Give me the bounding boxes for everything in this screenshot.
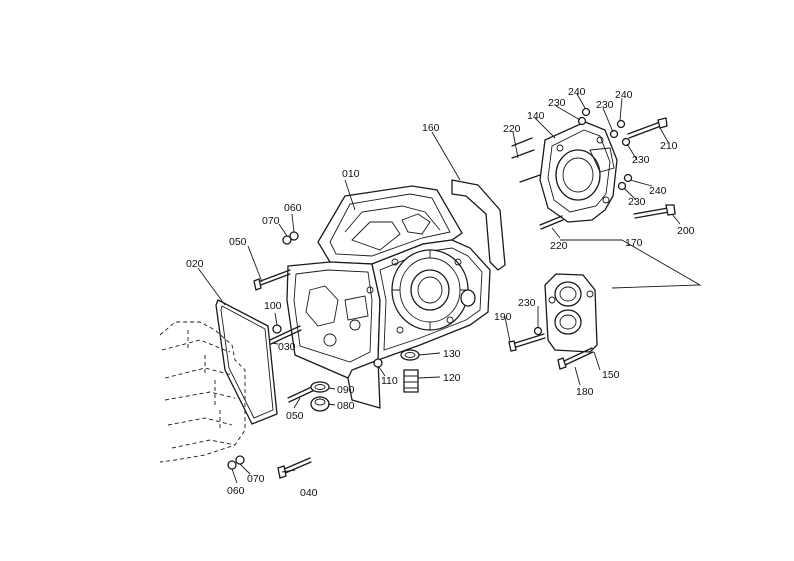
- callout-020: 020: [186, 258, 204, 270]
- callout-050-lower: 050: [286, 410, 304, 422]
- callout-070-lower: 070: [247, 473, 265, 485]
- bolt-050-upper: [253, 269, 291, 291]
- callout-230-e: 230: [518, 297, 536, 309]
- mating-housing-outline: [159, 321, 246, 463]
- callout-070-upper: 070: [262, 215, 280, 227]
- cover-plate-150: [544, 273, 598, 353]
- callout-240-b: 240: [615, 89, 633, 101]
- callout-230-a: 230: [548, 97, 566, 109]
- callout-050-upper: 050: [229, 236, 247, 248]
- washer-230-a: [577, 116, 587, 126]
- washer-230-d: [617, 181, 627, 191]
- nut-240-c: [623, 173, 633, 183]
- bolt-210: [627, 117, 668, 139]
- nut-060-lower: [227, 460, 237, 470]
- gasket-020: [215, 299, 278, 425]
- stud-030: [269, 325, 302, 345]
- callout-090: 090: [337, 384, 355, 396]
- gasket-160: [451, 179, 506, 271]
- washer-230-e: [533, 326, 543, 336]
- callout-220-lower: 220: [550, 240, 568, 252]
- callout-230-b: 230: [596, 99, 614, 111]
- callout-labels: 010 020 030 040 050 050 060 060 070 070 …: [186, 86, 695, 499]
- callout-100: 100: [264, 300, 282, 312]
- washer-070-upper: [282, 235, 292, 245]
- callout-040: 040: [300, 487, 318, 499]
- callout-180: 180: [576, 386, 594, 398]
- washer-070-lower: [235, 455, 245, 465]
- callout-060-lower: 060: [227, 485, 245, 497]
- callout-080: 080: [337, 400, 355, 412]
- plug-080: [310, 396, 330, 412]
- callout-200: 200: [677, 225, 695, 237]
- callout-120: 120: [443, 372, 461, 384]
- stud-220-lower: [539, 215, 564, 230]
- callout-190: 190: [494, 311, 512, 323]
- callout-160: 160: [422, 122, 440, 134]
- callout-240-c: 240: [649, 185, 667, 197]
- main-case-010: [286, 185, 491, 409]
- nut-240-b: [616, 119, 626, 129]
- filter-120: [403, 369, 419, 393]
- nut-240-a: [581, 107, 591, 117]
- callout-150: 150: [602, 369, 620, 381]
- bolt-200: [633, 204, 676, 219]
- plug-100: [272, 324, 282, 334]
- callout-030: 030: [278, 341, 296, 353]
- callout-230-d: 230: [628, 196, 646, 208]
- callout-010: 010: [342, 168, 360, 180]
- callout-130: 130: [443, 348, 461, 360]
- studs-220-upper: [511, 137, 541, 183]
- callout-110: 110: [381, 375, 398, 387]
- callout-220-upper: 220: [503, 123, 521, 135]
- bolt-190: [508, 333, 546, 352]
- plug-110: [373, 358, 383, 368]
- bolt-040: [277, 457, 312, 479]
- bolt-180: [557, 347, 594, 370]
- callout-140: 140: [527, 110, 545, 122]
- washer-230-b: [609, 129, 619, 139]
- seal-130: [400, 349, 420, 361]
- callout-060-upper: 060: [284, 202, 302, 214]
- callout-230-c: 230: [632, 154, 650, 166]
- callout-240-a: 240: [568, 86, 586, 98]
- rear-cover-140: [539, 121, 618, 223]
- callout-170: 170: [625, 237, 643, 249]
- callout-210: 210: [660, 140, 678, 152]
- washer-230-c: [621, 137, 631, 147]
- seal-090: [310, 381, 330, 393]
- leader-lines: [197, 93, 702, 484]
